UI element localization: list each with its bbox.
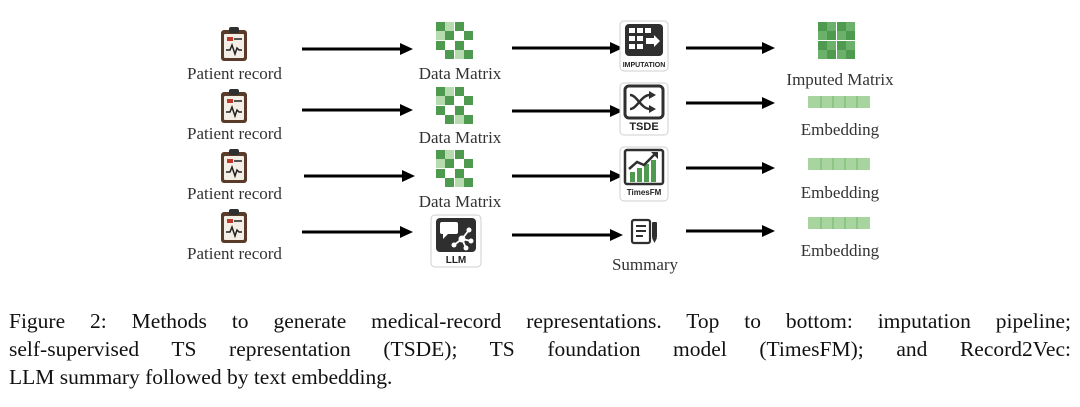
row2-output-label: Embedding	[800, 120, 880, 139]
clipboard-icon	[219, 148, 249, 189]
clipboard-icon	[219, 88, 249, 129]
row4-output-label: Embedding	[800, 241, 880, 260]
row4-stage2-label: Summary	[611, 255, 679, 274]
row1-stage1-label: Data Matrix	[418, 64, 502, 83]
row3-arrow-2	[512, 169, 624, 188]
row2-stage1-label: Data Matrix	[418, 128, 502, 147]
method-figure: Patient record Data Matrix	[187, 20, 894, 274]
data-matrix-icon	[436, 150, 474, 193]
row1-arrow-2	[512, 41, 624, 60]
embedding-vector-icon	[808, 157, 870, 175]
imputation-icon: IMPUTATION	[619, 20, 669, 77]
row3-stage1-label: Data Matrix	[418, 192, 502, 211]
row3-arrow-1	[304, 169, 416, 188]
row1-output-label: Imputed Matrix	[786, 70, 894, 89]
growth-chart-icon: TimesFM	[619, 146, 669, 207]
row4-source-label: Patient record	[187, 244, 282, 263]
caption-line-3: LLM summary followed by text embedding.	[9, 365, 393, 389]
caption-line-2: self-supervised TS representation (TSDE)…	[9, 337, 1071, 361]
row2-source-label: Patient record	[187, 124, 282, 143]
clipboard-icon	[219, 26, 249, 67]
llm-icon-label: LLM	[446, 255, 467, 266]
row1-source-label: Patient record	[187, 64, 282, 83]
row2-arrow-2	[512, 104, 624, 123]
llm-network-icon: LLM	[430, 214, 482, 273]
embedding-vector-icon	[808, 95, 870, 113]
row1-arrow-1	[302, 42, 414, 61]
caption-line-1: Figure 2: Methods to generate medical-re…	[9, 309, 1071, 333]
shuffle-icon: TSDE	[619, 82, 669, 141]
imputation-icon-label: IMPUTATION	[623, 62, 666, 69]
figure-caption: Figure 2: Methods to generate medical-re…	[9, 307, 1071, 391]
row3-arrow-3	[686, 161, 776, 180]
data-matrix-icon	[436, 22, 474, 65]
data-matrix-icon	[436, 87, 474, 130]
row3-output-label: Embedding	[800, 183, 880, 202]
row3-source-label: Patient record	[187, 184, 282, 203]
timesfm-icon-label: TimesFM	[627, 188, 662, 197]
row4-arrow-3	[686, 224, 776, 243]
document-icon	[630, 218, 660, 251]
row2-arrow-3	[686, 96, 776, 115]
row4-arrow-2	[512, 228, 624, 247]
embedding-vector-icon	[808, 216, 870, 234]
row4-arrow-1	[302, 225, 414, 244]
imputed-matrix-icon	[818, 22, 856, 65]
clipboard-icon	[219, 208, 249, 249]
row1-arrow-3	[686, 41, 776, 60]
tsde-icon-label: TSDE	[629, 121, 658, 133]
row2-arrow-1	[302, 103, 414, 122]
